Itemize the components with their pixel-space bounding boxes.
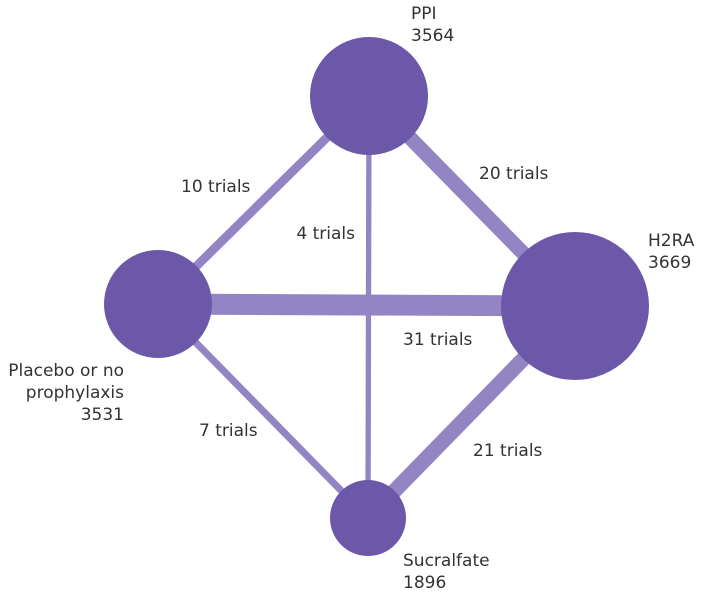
node-h2ra xyxy=(501,232,649,380)
edge-label-ppi-placebo: 10 trials xyxy=(181,177,251,197)
node-label-line: 3669 xyxy=(648,253,691,273)
node-label-line: Sucralfate xyxy=(403,551,490,571)
node-label-line: 1896 xyxy=(403,573,446,593)
node-placebo xyxy=(104,250,212,358)
node-label-line: Placebo or no xyxy=(8,361,124,381)
node-label-line: PPI xyxy=(411,4,437,24)
node-ppi xyxy=(310,37,428,155)
node-label-line: 3564 xyxy=(411,26,454,46)
edge-labels-layer: 10 trials 20 trials 4 trials 31 trials 7 tri… xyxy=(181,164,549,461)
edge-label-sucralfate-h2ra: 21 trials xyxy=(473,441,543,461)
node-label-line: 3531 xyxy=(81,405,124,425)
edge-label-placebo-h2ra: 31 trials xyxy=(403,330,473,350)
edge-label-ppi-h2ra: 20 trials xyxy=(479,164,549,184)
nodes-layer xyxy=(104,37,649,556)
edge-label-placebo-sucralfate: 7 trials xyxy=(199,421,258,441)
node-label-line: H2RA xyxy=(648,231,695,251)
node-sucralfate xyxy=(330,480,406,556)
edge-label-ppi-sucralfate: 4 trials xyxy=(296,224,355,244)
node-label-line: prophylaxis xyxy=(26,383,124,403)
